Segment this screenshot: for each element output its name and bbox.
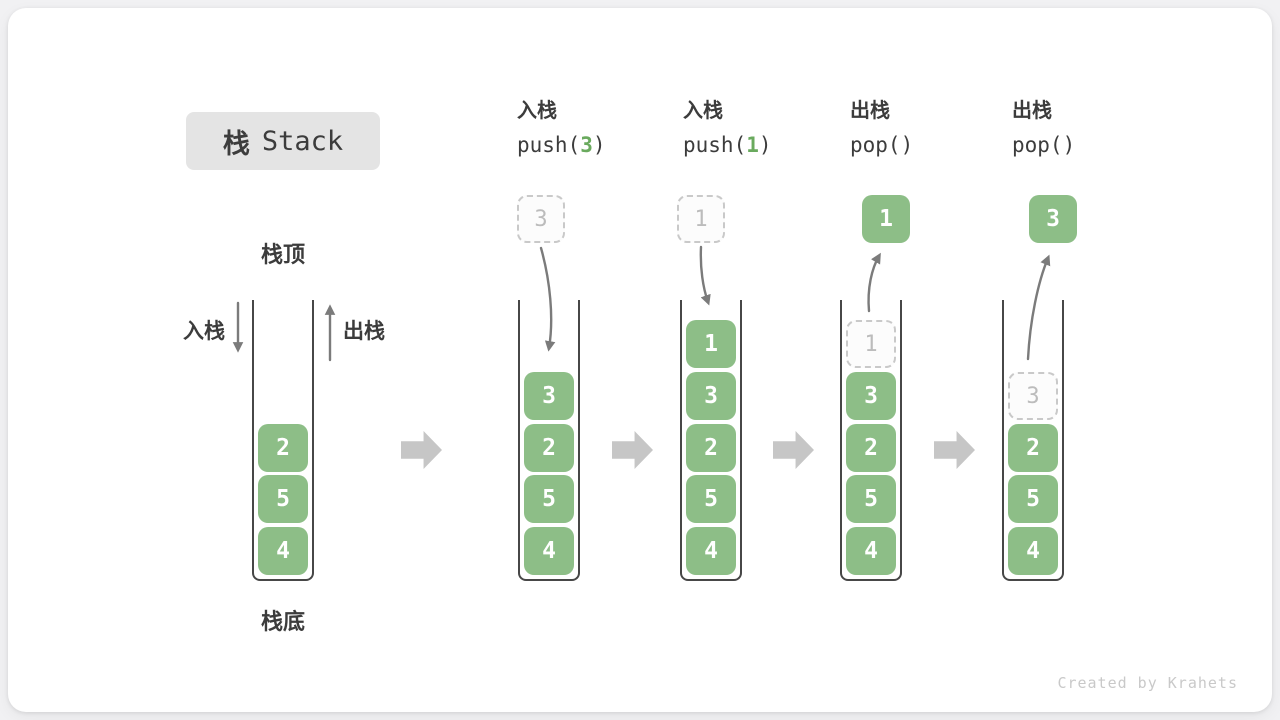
step-code-label: pop() [1012,131,1075,159]
code-text: pop( [1012,133,1063,157]
code-text: push( [683,133,747,157]
stack-cell: 3 [846,372,896,420]
push-label: 入栈 [183,319,225,343]
code-text: push( [517,133,581,157]
code-text: ) [900,133,914,157]
step-action-label: 出栈 [850,98,890,122]
stack-well-step3 [840,300,902,581]
ghost-cell: 3 [1008,372,1058,420]
ghost-cell: 1 [846,320,896,368]
code-text: ) [758,133,772,157]
stack-cell: 2 [686,424,736,472]
stack-cell: 4 [846,527,896,575]
stack-well-step2 [680,300,742,581]
stack-cell: 4 [258,527,308,575]
stack-cell: 4 [524,527,574,575]
step-action-label: 入栈 [517,98,557,122]
step-label-2: 入栈 push(1) [683,96,772,159]
stack-cell: 2 [258,424,308,472]
diagram-title: 栈 Stack [186,112,380,170]
stack-cell: 5 [258,475,308,523]
stack-cell: 4 [1008,527,1058,575]
stack-cell: 2 [1008,424,1058,472]
stack-cell: 1 [686,320,736,368]
stack-cell: 2 [524,424,574,472]
stack-cell: 4 [686,527,736,575]
code-text: ) [592,133,606,157]
step-label-3: 出栈 pop() [850,96,913,159]
incoming-value-box: 1 [677,195,725,243]
step-code-label: pop() [850,131,913,159]
step-label-1: 入栈 push(3) [517,96,606,159]
stack-cell: 5 [1008,475,1058,523]
stack-well-initial [252,300,314,581]
code-text: pop( [850,133,901,157]
step-action-label: 入栈 [683,98,723,122]
stack-cell: 5 [686,475,736,523]
code-text: ) [1062,133,1076,157]
popped-value-box: 3 [1029,195,1077,243]
step-code-label: push(3) [517,131,606,159]
stack-cell: 3 [524,372,574,420]
pop-label: 出栈 [343,319,385,343]
step-label-4: 出栈 pop() [1012,96,1075,159]
stack-cell: 5 [524,475,574,523]
step-code-label: push(1) [683,131,772,159]
title-zh: 栈 [222,128,250,160]
popped-value-box: 1 [862,195,910,243]
credit-text: Created by Krahets [1057,674,1238,692]
stack-top-label: 栈顶 [260,243,305,268]
incoming-value-box: 3 [517,195,565,243]
stack-bottom-label: 栈底 [260,610,305,635]
stack-cell: 3 [686,372,736,420]
step-action-label: 出栈 [1012,98,1052,122]
code-arg: 1 [746,133,759,157]
stack-well-step1 [518,300,580,581]
stack-cell: 2 [846,424,896,472]
stack-cell: 5 [846,475,896,523]
stack-well-step4 [1002,300,1064,581]
code-arg: 3 [580,133,593,157]
title-en: Stack [261,125,344,157]
